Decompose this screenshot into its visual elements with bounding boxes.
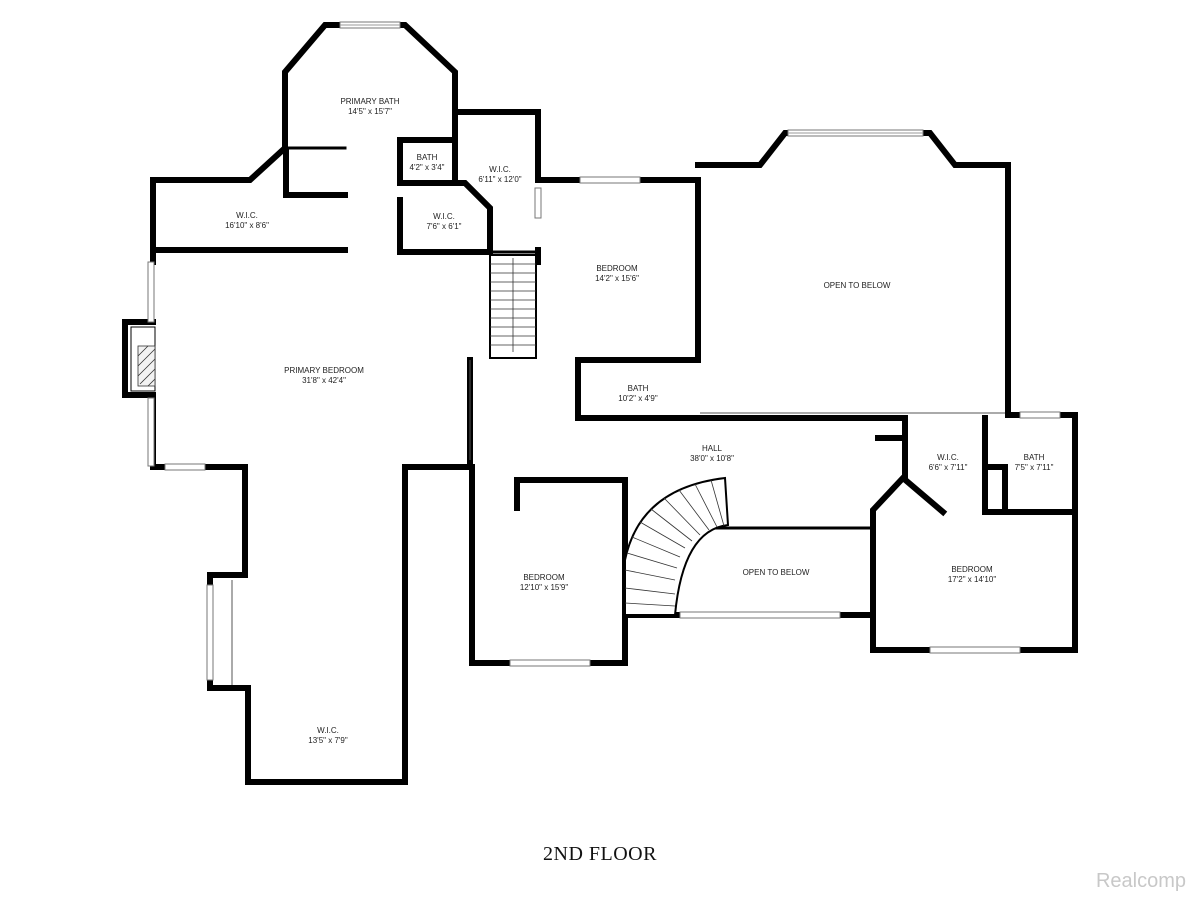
wic-left-dims: 16'10" x 8'6" bbox=[225, 221, 269, 230]
wic-upper-label: W.I.C. bbox=[489, 165, 511, 174]
wic-bottom-label: W.I.C. bbox=[317, 726, 339, 735]
hall-dims: 38'0" x 10'8" bbox=[690, 454, 734, 463]
bedroom-top-label: BEDROOM bbox=[596, 264, 638, 273]
wic-left-label: W.I.C. bbox=[236, 211, 258, 220]
primary-bedroom-dims: 31'8" x 42'4" bbox=[302, 376, 346, 385]
bedroom-top-dims: 14'2" x 15'6" bbox=[595, 274, 639, 283]
wic-right-dims: 6'6" x 7'11" bbox=[929, 463, 968, 472]
bath-mid-dims: 10'2" x 4'9" bbox=[618, 394, 658, 403]
watermark-text: Realcomp bbox=[1095, 870, 1186, 892]
wic-bottom-dims: 13'5" x 7'9" bbox=[308, 736, 348, 745]
open-below-bottom-label: OPEN TO BELOW bbox=[743, 568, 810, 577]
bath-mid-label: BATH bbox=[628, 384, 649, 393]
bedroom-mid-label: BEDROOM bbox=[523, 573, 565, 582]
wic-upper-dims: 6'11" x 12'0" bbox=[478, 175, 521, 184]
bath-right-label: BATH bbox=[1024, 453, 1045, 462]
curved-stair bbox=[624, 476, 730, 616]
bath-right-dims: 7'5" x 7'11" bbox=[1015, 463, 1054, 472]
wic-mid-dims: 7'6" x 6'1" bbox=[427, 222, 462, 231]
bedroom-right-label: BEDROOM bbox=[951, 565, 993, 574]
open-below-top-label: OPEN TO BELOW bbox=[824, 281, 891, 290]
wic-mid-label: W.I.C. bbox=[433, 212, 455, 221]
hall-label: HALL bbox=[702, 444, 723, 453]
bedroom-right-dims: 17'2" x 14'10" bbox=[948, 575, 996, 584]
walls-primary-suite bbox=[122, 22, 541, 785]
bedroom-mid-dims: 12'10" x 15'9" bbox=[520, 583, 568, 592]
primary-bedroom-label: PRIMARY BEDROOM bbox=[284, 366, 364, 375]
primary-bath-dims: 14'5" x 15'7" bbox=[348, 107, 392, 116]
bath-small-label: BATH bbox=[417, 153, 438, 162]
room-labels: PRIMARY BATH 14'5" x 15'7" BATH 4'2" x 3… bbox=[225, 97, 1054, 745]
floor-title: 2ND FLOOR bbox=[543, 843, 657, 865]
wic-right-label: W.I.C. bbox=[937, 453, 959, 462]
primary-bath-label: PRIMARY BATH bbox=[340, 97, 399, 106]
fireplace bbox=[130, 326, 156, 392]
windows bbox=[147, 21, 1061, 685]
straight-stair bbox=[489, 254, 537, 359]
bath-small-dims: 4'2" x 3'4" bbox=[410, 163, 445, 172]
